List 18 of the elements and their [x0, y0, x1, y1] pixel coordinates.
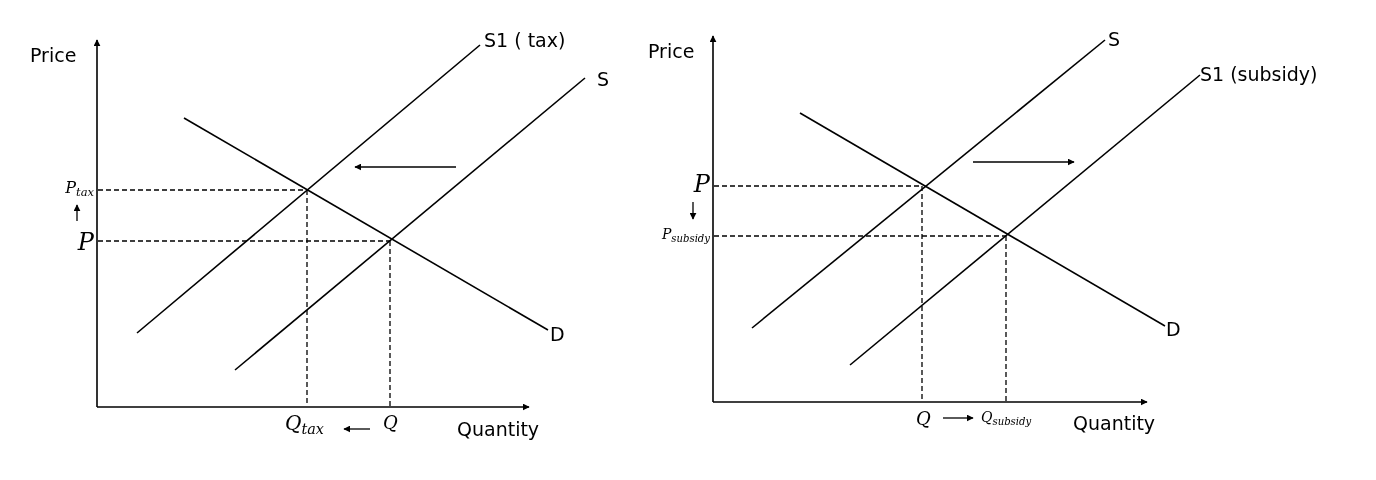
axis-title: Quantity	[1073, 414, 1156, 433]
axis-title: Price	[30, 46, 77, 65]
curve-label: S	[1108, 30, 1121, 49]
quantity-label: Q$_{tax}$	[285, 413, 324, 437]
curve-label: D	[1166, 320, 1181, 339]
curve-label: S	[597, 70, 610, 89]
price-label: P$_{subsidy}$	[661, 227, 710, 245]
curve-label: D	[550, 325, 565, 344]
axis-title: Quantity	[457, 420, 540, 439]
price-label: P	[77, 230, 94, 254]
curve-label: S1 (subsidy)	[1200, 65, 1318, 84]
curve-label: S1 ( tax)	[484, 31, 566, 50]
quantity-label: Q$_{subsidy}$	[981, 410, 1032, 428]
quantity-label: Q	[916, 410, 931, 428]
price-label: P$_{tax}$	[65, 180, 94, 199]
price-label: P	[693, 172, 710, 196]
axis-title: Price	[648, 42, 695, 61]
quantity-label: Q	[383, 414, 398, 432]
